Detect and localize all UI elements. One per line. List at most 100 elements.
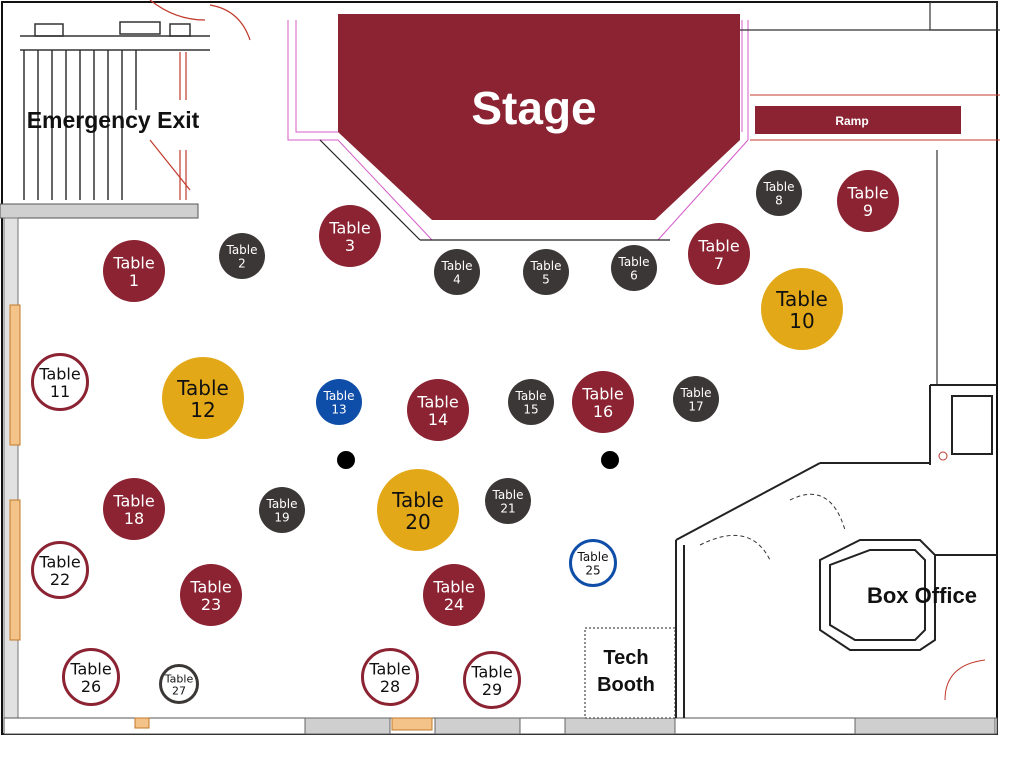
stage-label: Stage: [471, 82, 596, 134]
table-number: 23: [201, 595, 221, 614]
table-number: 9: [863, 201, 873, 220]
table-word: Table: [617, 255, 649, 269]
table-marker: [62, 648, 120, 706]
table-number: 25: [585, 563, 600, 577]
tech-booth-label-line2: Booth: [597, 674, 655, 696]
table-marker: [159, 664, 199, 704]
table-number: 8: [775, 193, 783, 207]
ramp: [755, 106, 961, 134]
table-word: Table: [491, 488, 523, 502]
table-word: Table: [38, 553, 80, 572]
table-marker: [103, 240, 165, 302]
table-number: 5: [542, 272, 550, 286]
bottom-wall: [3, 717, 998, 735]
table-marker: [180, 564, 242, 626]
table-marker: [407, 379, 469, 441]
table-word: Table: [322, 389, 354, 403]
table-word: Table: [470, 663, 512, 682]
table-number: 26: [81, 677, 101, 696]
table-marker: [162, 357, 244, 439]
table-marker: [219, 233, 265, 279]
table-word: Table: [164, 672, 194, 685]
table-word: Table: [432, 578, 474, 597]
table-marker: [688, 223, 750, 285]
table-marker: [572, 371, 634, 433]
table-word: Table: [112, 492, 154, 511]
table-number: 21: [500, 501, 515, 515]
box-office-label: Box Office: [867, 583, 977, 608]
table-marker: [756, 170, 802, 216]
table-word: Table: [775, 287, 828, 311]
table-word: Table: [514, 389, 546, 403]
table-word: Table: [529, 259, 561, 273]
table-word: Table: [581, 385, 623, 404]
table-marker: [31, 541, 89, 599]
table-marker: [259, 487, 305, 533]
table-marker: [523, 249, 569, 295]
table-number: 3: [345, 236, 355, 255]
table-number: 11: [50, 382, 70, 401]
table-word: Table: [265, 497, 297, 511]
table-number: 22: [50, 570, 70, 589]
table-word: Table: [112, 254, 154, 273]
table-number: 7: [714, 254, 724, 273]
table-number: 17: [688, 399, 703, 413]
table-marker: [837, 170, 899, 232]
stage: [338, 14, 740, 220]
table-number: 20: [405, 510, 430, 534]
table-number: 10: [789, 309, 814, 333]
table-marker: [319, 205, 381, 267]
tables: Table1Table2Table3Table4Table5Table6Tabl…: [31, 170, 899, 709]
table-word: Table: [176, 376, 229, 400]
table-number: 13: [331, 402, 346, 416]
table-marker: [31, 353, 89, 411]
table-number: 1: [129, 271, 139, 290]
table-marker: [316, 379, 362, 425]
table-word: Table: [38, 365, 80, 384]
table-word: Table: [391, 488, 444, 512]
table-number: 12: [190, 398, 215, 422]
table-word: Table: [846, 184, 888, 203]
left-wall: [3, 217, 19, 719]
table-marker: [485, 478, 531, 524]
tech-booth-label-line1: Tech: [603, 647, 648, 669]
table-number: 2: [238, 256, 246, 270]
column-left: [337, 451, 355, 469]
table-marker: [361, 648, 419, 706]
emergency-exit-label: Emergency Exit: [27, 107, 200, 133]
exit-wall: [0, 203, 199, 219]
table-word: Table: [679, 386, 711, 400]
table-marker: [761, 268, 843, 350]
table-word: Table: [697, 237, 739, 256]
table-marker: [569, 539, 617, 587]
table-number: 14: [428, 410, 448, 429]
table-marker: [463, 651, 521, 709]
table-marker: [103, 478, 165, 540]
table-word: Table: [328, 219, 370, 238]
